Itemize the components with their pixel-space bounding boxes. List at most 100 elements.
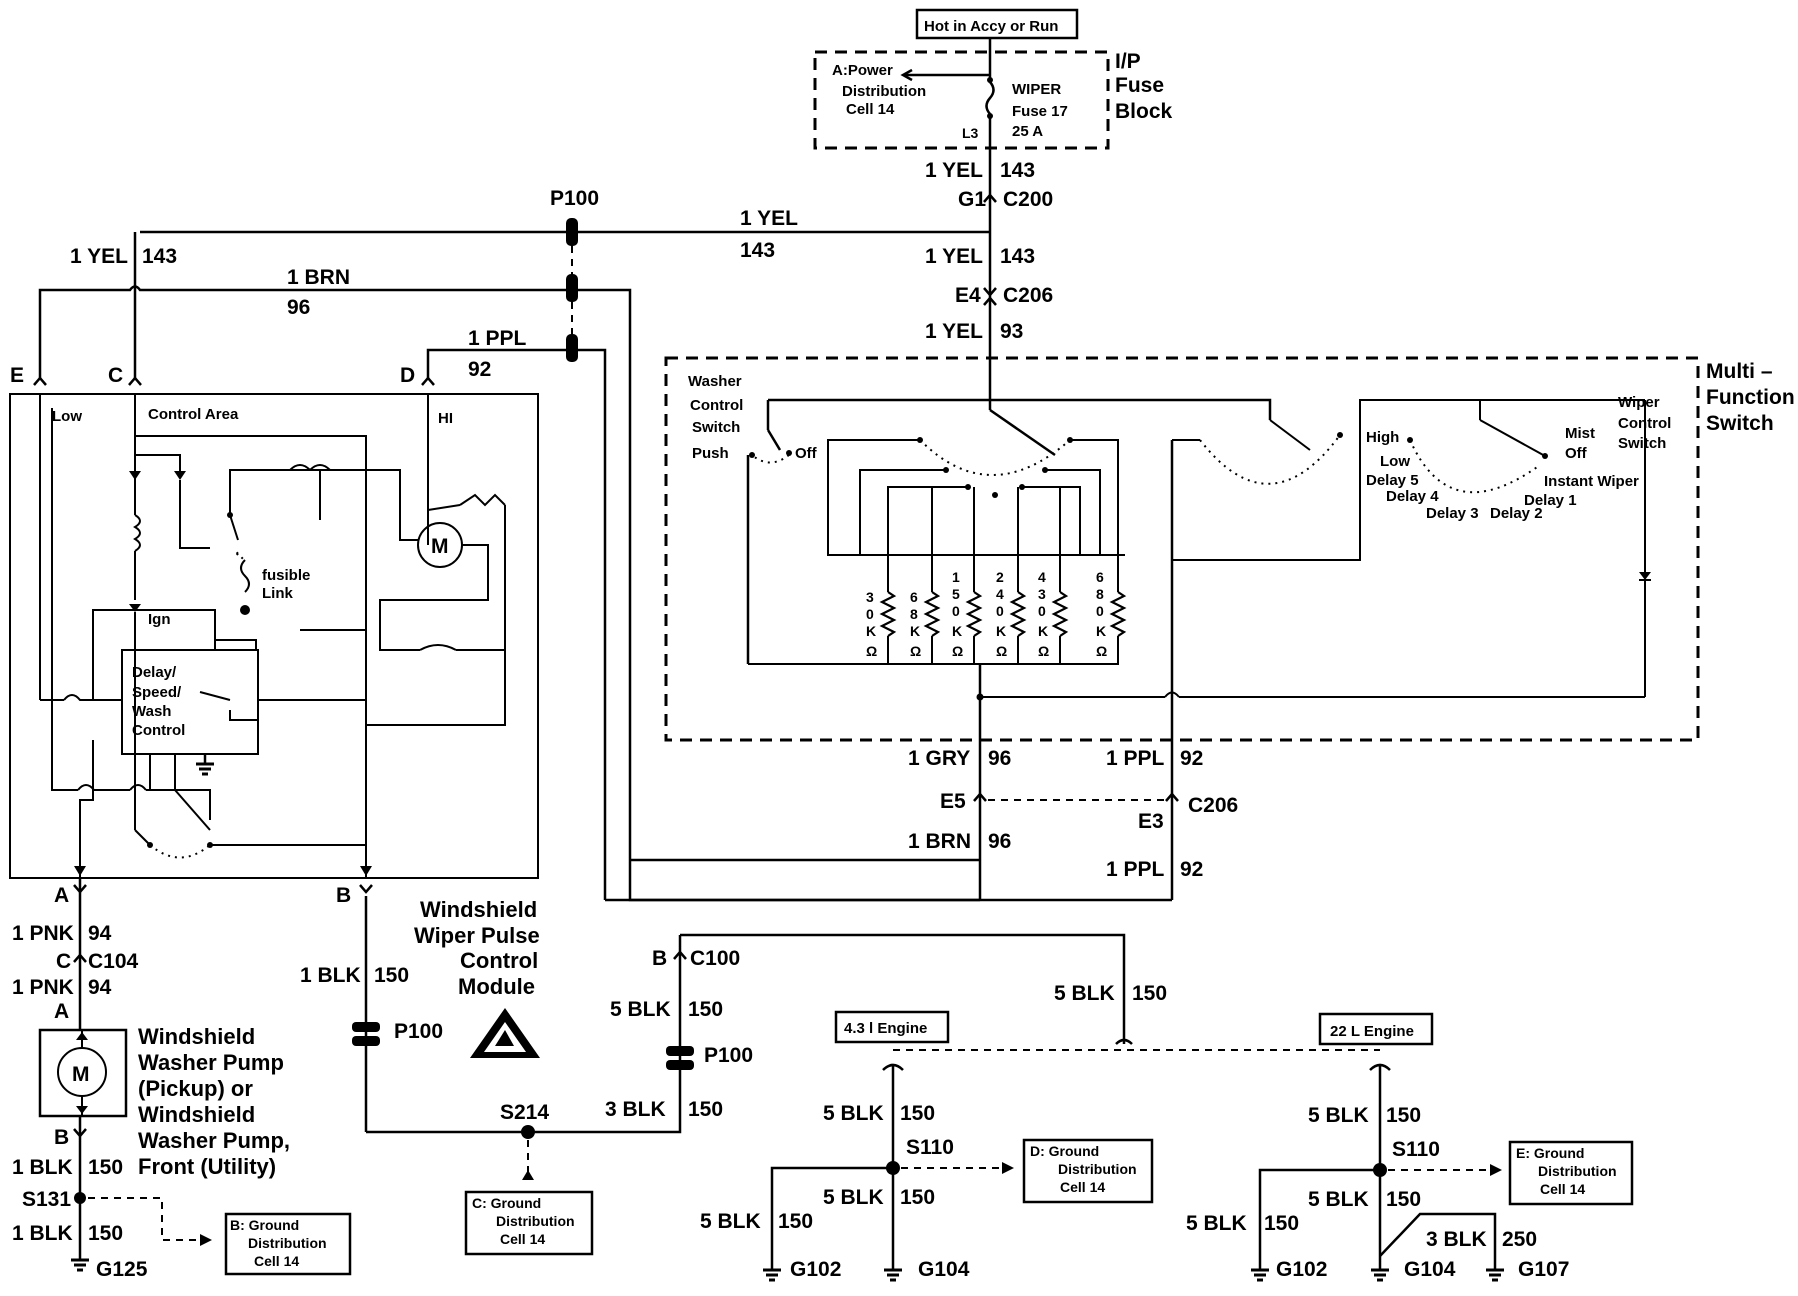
svg-text:Washer: Washer: [688, 373, 742, 390]
svg-text:Distribution: Distribution: [842, 83, 926, 100]
svg-text:P100: P100: [704, 1044, 753, 1067]
engine-43-grounds: 5 BLK 150 S110 5 BLK 150 5 BLK 150 G102 …: [700, 1063, 1154, 1282]
svg-text:Delay 3: Delay 3: [1426, 505, 1479, 522]
svg-text:E3: E3: [1138, 810, 1164, 833]
svg-text:1 BLK: 1 BLK: [300, 964, 361, 987]
svg-text:3 BLK: 3 BLK: [1426, 1228, 1487, 1251]
multi-function-switch: Multi – Function Switch Washer Control S…: [664, 356, 1795, 900]
svg-text:Delay/: Delay/: [132, 664, 177, 681]
svg-text:0: 0: [996, 603, 1004, 619]
svg-text:5 BLK: 5 BLK: [1054, 982, 1115, 1005]
svg-text:96: 96: [988, 830, 1011, 853]
svg-text:L3: L3: [962, 125, 979, 141]
svg-text:Switch: Switch: [692, 419, 740, 436]
svg-text:5: 5: [952, 586, 960, 602]
svg-text:C206: C206: [1003, 284, 1053, 307]
svg-text:1 PPL: 1 PPL: [468, 327, 527, 350]
svg-text:Distribution: Distribution: [248, 1235, 327, 1251]
svg-text:1 BLK: 1 BLK: [12, 1156, 73, 1179]
svg-text:Cell 14: Cell 14: [500, 1231, 545, 1247]
svg-text:G102: G102: [790, 1258, 841, 1281]
svg-text:B: B: [54, 1126, 69, 1149]
svg-text:150: 150: [1132, 982, 1167, 1005]
svg-text:B: B: [336, 884, 351, 907]
ip-fuse-block: I/P Fuse Block A:Power Distribution Cell…: [813, 50, 1173, 150]
svg-text:1 YEL: 1 YEL: [925, 245, 983, 268]
washer-pump: M: [38, 1028, 128, 1118]
svg-text:G1: G1: [958, 188, 986, 211]
svg-text:Ω: Ω: [910, 643, 921, 659]
svg-text:B: Ground: B: Ground: [230, 1217, 299, 1233]
svg-text:B: B: [652, 947, 667, 970]
svg-text:Off: Off: [795, 445, 818, 462]
svg-text:Distribution: Distribution: [1058, 1161, 1137, 1177]
svg-text:P100: P100: [550, 187, 599, 210]
svg-text:Windshield: Windshield: [138, 1102, 255, 1127]
svg-text:C: C: [56, 950, 71, 973]
p100-connector-left: [352, 1022, 380, 1046]
svg-text:Windshield: Windshield: [420, 897, 537, 922]
engine-22-label: 22 L Engine: [1318, 1012, 1434, 1046]
engine-43-label: 4.3 l Engine: [834, 1010, 950, 1044]
svg-text:S214: S214: [500, 1101, 549, 1124]
svg-text:4: 4: [996, 586, 1004, 602]
svg-text:Cell 14: Cell 14: [846, 101, 895, 118]
svg-text:150: 150: [88, 1222, 123, 1245]
svg-text:143: 143: [1000, 159, 1035, 182]
svg-text:Low: Low: [52, 408, 82, 425]
svg-text:150: 150: [1386, 1188, 1421, 1211]
svg-text:5 BLK: 5 BLK: [700, 1210, 761, 1233]
svg-text:Delay 5: Delay 5: [1366, 472, 1419, 489]
svg-text:4: 4: [1038, 569, 1046, 585]
svg-text:E: E: [10, 364, 24, 387]
svg-text:HI: HI: [438, 410, 453, 427]
hot-label-box: Hot in Accy or Run: [915, 8, 1079, 40]
svg-text:5 BLK: 5 BLK: [823, 1186, 884, 1209]
svg-text:P100: P100: [394, 1020, 443, 1043]
svg-text:I/P: I/P: [1115, 50, 1141, 73]
svg-text:G107: G107: [1518, 1258, 1569, 1281]
svg-text:C: C: [108, 364, 123, 387]
svg-text:High: High: [1366, 429, 1399, 446]
svg-text:150: 150: [88, 1156, 123, 1179]
svg-text:WIPER: WIPER: [1012, 81, 1061, 98]
svg-text:E: Ground: E: Ground: [1516, 1145, 1584, 1161]
svg-text:4.3 l Engine: 4.3 l Engine: [844, 1020, 927, 1037]
svg-text:150: 150: [688, 1098, 723, 1121]
svg-text:93: 93: [1000, 320, 1023, 343]
svg-text:Ω: Ω: [996, 643, 1007, 659]
svg-text:Ω: Ω: [1096, 643, 1107, 659]
svg-text:150: 150: [900, 1186, 935, 1209]
svg-text:S131: S131: [22, 1188, 71, 1211]
svg-text:Delay 4: Delay 4: [1386, 488, 1439, 505]
svg-text:G104: G104: [1404, 1258, 1456, 1281]
svg-text:M: M: [72, 1063, 90, 1086]
svg-text:M: M: [431, 535, 449, 558]
svg-text:Fuse 17: Fuse 17: [1012, 103, 1068, 120]
svg-text:Wash: Wash: [132, 703, 171, 720]
svg-text:Wiper Pulse: Wiper Pulse: [414, 923, 540, 948]
svg-text:Instant Wiper: Instant Wiper: [1544, 473, 1639, 490]
svg-text:S110: S110: [906, 1136, 954, 1159]
svg-text:1 PPL: 1 PPL: [1106, 747, 1165, 770]
svg-text:25 A: 25 A: [1012, 123, 1043, 140]
svg-text:Low: Low: [1380, 453, 1410, 470]
svg-text:1 YEL: 1 YEL: [925, 320, 983, 343]
svg-text:Multi –: Multi –: [1706, 360, 1773, 383]
svg-text:A: A: [54, 884, 69, 907]
svg-text:K: K: [996, 623, 1006, 639]
svg-text:150: 150: [1264, 1212, 1299, 1235]
svg-text:143: 143: [1000, 245, 1035, 268]
svg-text:C206: C206: [1188, 794, 1238, 817]
svg-text:94: 94: [88, 976, 112, 999]
svg-text:0: 0: [952, 603, 960, 619]
svg-text:150: 150: [374, 964, 409, 987]
svg-text:96: 96: [287, 296, 310, 319]
ground-distribution-c: C: Ground Distribution Cell 14: [464, 1190, 594, 1256]
svg-text:Ω: Ω: [952, 643, 963, 659]
svg-text:1 PNK: 1 PNK: [12, 976, 74, 999]
svg-text:Ω: Ω: [866, 643, 877, 659]
svg-text:3: 3: [866, 589, 874, 605]
svg-text:Mist: Mist: [1565, 425, 1595, 442]
svg-text:96: 96: [988, 747, 1011, 770]
